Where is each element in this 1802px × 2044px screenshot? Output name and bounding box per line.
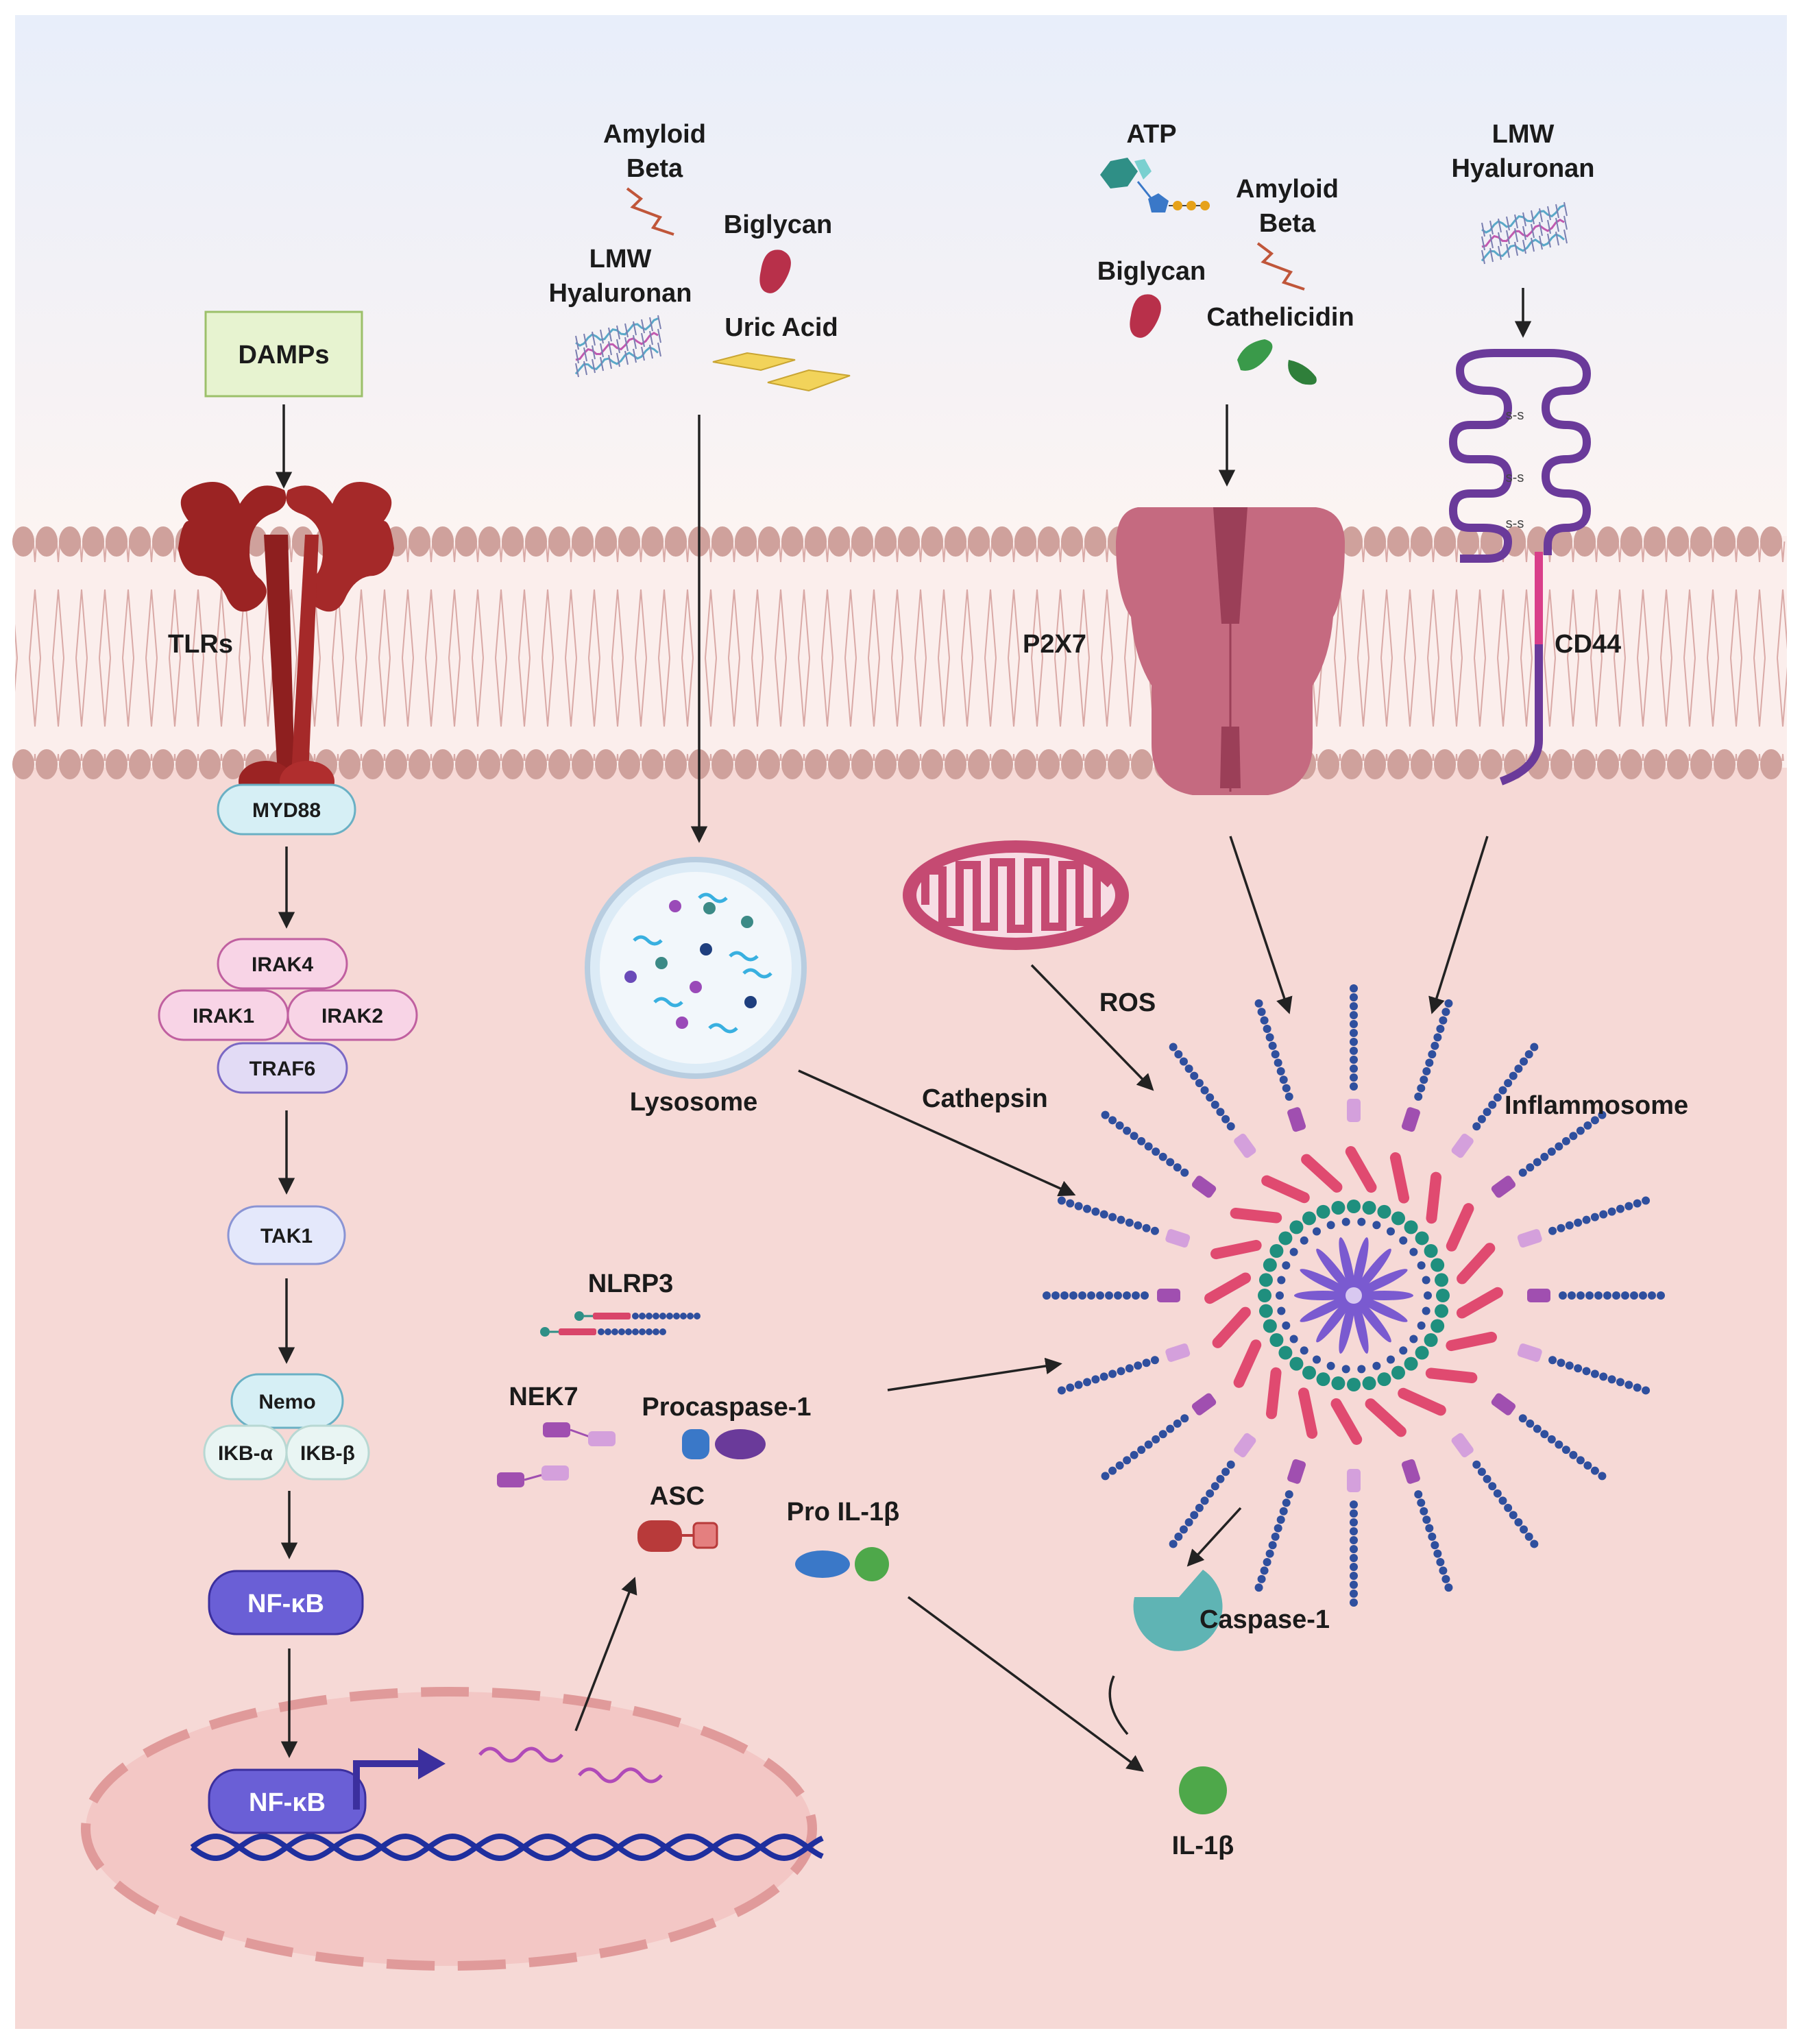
cd44-label: CD44 [1555, 630, 1621, 659]
myd88-label: MYD88 [252, 799, 321, 822]
ikb-beta-node [285, 1424, 370, 1481]
asc-molecule [637, 1520, 718, 1552]
lmw-hyaluronan-2-icon [1481, 202, 1568, 265]
amyloid-beta-2-icon [1256, 242, 1305, 291]
traf6-label: TRAF6 [249, 1058, 316, 1080]
uric-acid-crystal-icon [712, 352, 851, 392]
ros-label: ROS [1099, 988, 1156, 1017]
nfkb-cytoplasm-node [208, 1570, 364, 1635]
irak2-label: IRAK2 [321, 1005, 383, 1027]
irak1-label: IRAK1 [193, 1005, 254, 1027]
procaspase1-label: Procaspase-1 [642, 1393, 811, 1422]
amyloid-beta-2-label-line1: Amyloid [1236, 175, 1339, 204]
irak4-node [217, 938, 348, 990]
amyloid-beta-1-label-line1: Amyloid [603, 120, 706, 149]
caspase1-label: Caspase-1 [1200, 1605, 1330, 1634]
atp-label: ATP [1126, 120, 1176, 149]
il1b-molecule [1179, 1766, 1227, 1814]
p2x7-label: P2X7 [1023, 630, 1086, 659]
uric-acid-label: Uric Acid [725, 313, 838, 342]
tlr-receptor [178, 482, 394, 802]
nemo-label: Nemo [258, 1391, 315, 1413]
damps-box [204, 311, 363, 398]
traf6-node [217, 1042, 348, 1094]
inflammasome-complex [1043, 984, 1665, 1607]
biglycan-2-label: Biglycan [1097, 257, 1206, 286]
pro-il1b-molecule [795, 1547, 889, 1581]
myd88-node [217, 783, 356, 836]
tak1-label: TAK1 [260, 1225, 313, 1248]
amyloid-beta-2-label-line2: Beta [1259, 209, 1316, 238]
amyloid-beta-1-label-line2: Beta [626, 154, 683, 183]
amyloid-beta-1-icon [626, 187, 674, 236]
tak1-node [227, 1205, 346, 1265]
caspase-cleavage-arrow [1108, 1675, 1129, 1736]
tlrs-label: TLRs [168, 630, 233, 659]
cathepsin-label: Cathepsin [922, 1084, 1048, 1113]
biglycan-1-icon [759, 250, 791, 293]
il1b-label: IL-1β [1172, 1832, 1234, 1860]
ss-bond-2: s-s [1506, 470, 1524, 485]
nfkb-nucleus-node [208, 1768, 367, 1834]
nfkb-nucleus-label: NF-κB [249, 1788, 326, 1817]
lysosome-label: Lysosome [630, 1088, 758, 1117]
ss-bond-3: s-s [1506, 516, 1524, 531]
biglycan-1-label: Biglycan [724, 210, 832, 239]
transcription-arrow [353, 1760, 422, 1810]
ikb-beta-label: IKB-β [300, 1442, 355, 1465]
inflammosome-label: Inflammosome [1505, 1091, 1688, 1120]
irak4-label: IRAK4 [252, 953, 313, 976]
cathelicidin-icon [1237, 339, 1317, 385]
cd44-receptor [1448, 349, 1592, 786]
extracellular-space [15, 15, 1787, 536]
lmw-hyaluronan-2-label-line1: LMW [1492, 120, 1555, 149]
procaspase1-molecule [682, 1429, 766, 1459]
cathelicidin-label: Cathelicidin [1206, 303, 1354, 332]
damps-label: DAMPs [238, 341, 329, 369]
lmw-hyaluronan-2-label-line2: Hyaluronan [1451, 154, 1594, 183]
mitochondrion [903, 840, 1129, 950]
nek7-molecules [497, 1422, 616, 1487]
dna-helix [190, 1833, 824, 1862]
lmw-hyaluronan-1-label-line2: Hyaluronan [548, 279, 692, 308]
nlrp3-molecules [540, 1311, 701, 1337]
caspase1-molecule [1133, 1570, 1223, 1651]
nemo-node [230, 1373, 344, 1429]
nlrp3-label: NLRP3 [588, 1269, 674, 1298]
pro-il1b-label: Pro IL-1β [787, 1498, 900, 1526]
asc-label: ASC [650, 1482, 705, 1511]
lmw-hyaluronan-1-icon [574, 315, 661, 378]
irak2-node [287, 989, 418, 1041]
nfkb-cytoplasm-label: NF-κB [247, 1590, 324, 1618]
nek7-label: NEK7 [509, 1383, 578, 1411]
lmw-hyaluronan-1-label-line1: LMW [589, 245, 652, 273]
p2x7-channel [1116, 507, 1345, 795]
mrna-strands [478, 1747, 663, 1784]
nucleus [81, 1687, 817, 1971]
ikb-alpha-label: IKB-α [218, 1442, 273, 1465]
ss-bond-1: s-s [1506, 408, 1524, 423]
biglycan-2-icon [1130, 294, 1161, 338]
atp-icon [1100, 158, 1210, 212]
lysosome [585, 857, 807, 1079]
